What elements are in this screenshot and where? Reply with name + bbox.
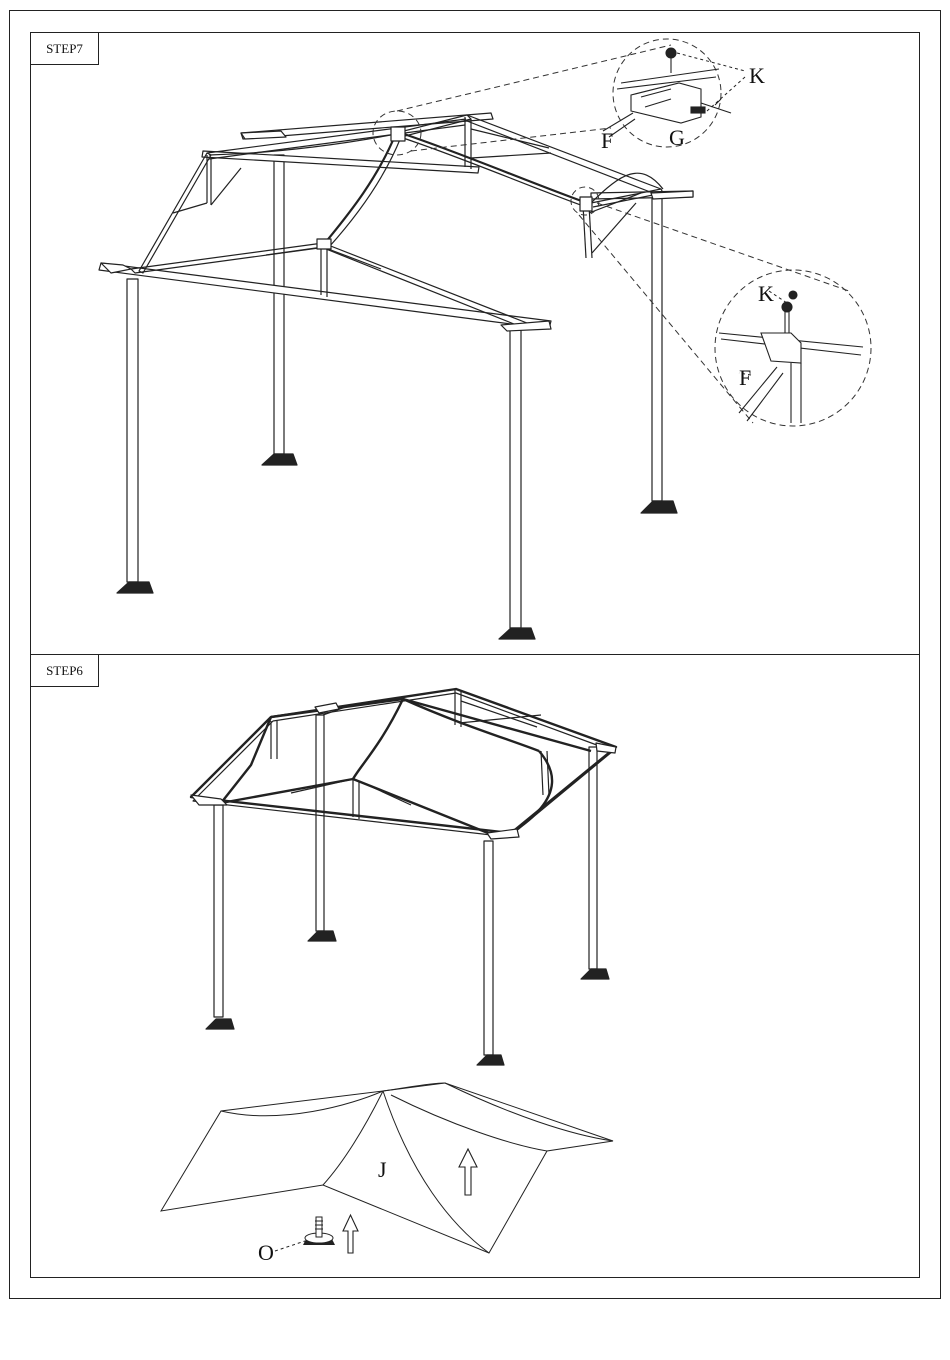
finial-o bbox=[303, 1217, 335, 1245]
gazebo-post-front-left bbox=[117, 279, 153, 593]
callout-o: O bbox=[258, 1240, 274, 1265]
detail-right-bracket bbox=[719, 291, 863, 423]
callout-f-top: F bbox=[601, 128, 613, 153]
gazebo-post-back-right bbox=[641, 193, 677, 513]
gazebo-post-front-right bbox=[477, 841, 504, 1065]
gazebo-post-back-left bbox=[262, 155, 297, 465]
gazebo-post-front-right bbox=[499, 325, 535, 639]
callout-k-top: K bbox=[749, 63, 765, 88]
callout-j: J bbox=[378, 1157, 387, 1182]
lift-arrow-small-icon bbox=[343, 1215, 358, 1253]
gazebo-post-back-left bbox=[308, 715, 336, 941]
step6-panel: J O STEP6 bbox=[30, 654, 920, 1278]
step6-label: STEP6 bbox=[31, 655, 99, 687]
callout-k-bottom: K bbox=[758, 281, 774, 306]
step7-panel: K F G K F STEP7 bbox=[30, 32, 920, 655]
gazebo-post-back-right bbox=[581, 747, 609, 979]
step7-label: STEP7 bbox=[31, 33, 99, 65]
gazebo-post-front-left bbox=[206, 805, 234, 1029]
callout-f-bottom: F bbox=[739, 365, 751, 390]
step7-frame-drawing: K F G K F bbox=[31, 33, 921, 656]
callout-g-top: G bbox=[669, 125, 685, 150]
step6-frame-drawing: J O bbox=[31, 655, 921, 1279]
canopy-j bbox=[161, 1083, 613, 1253]
